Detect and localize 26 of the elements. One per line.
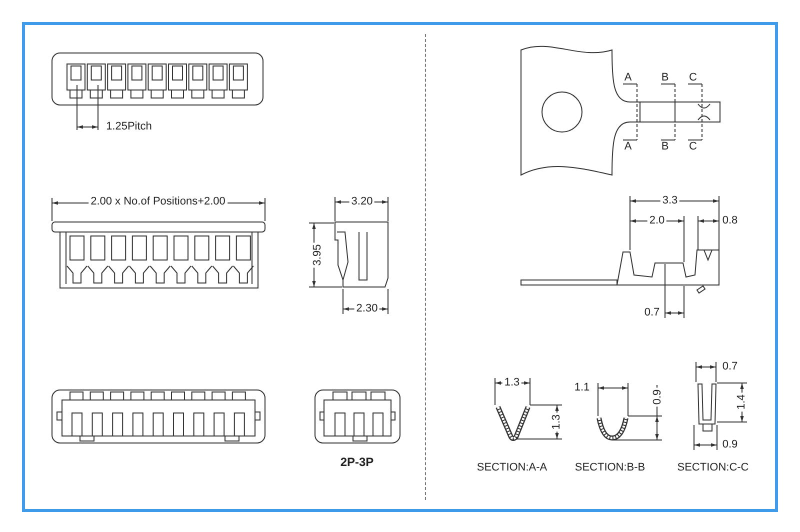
dimension-value: 2.30 [354, 304, 380, 314]
dimension-value: 0.8 [720, 216, 740, 226]
dimension-value: 2.0 [647, 216, 667, 226]
section-letter: B [659, 142, 671, 152]
dimension-value: 0.7 [642, 308, 662, 318]
dimension-value: 2.00 x No.of Positions+2.00 [88, 196, 228, 208]
dimension-value: 0.9 [720, 440, 740, 450]
dimension-value: 3.3 [660, 196, 680, 206]
dimension-value: 0.7 [720, 362, 740, 372]
dimension-value: 1.3 [502, 378, 522, 388]
section-letter: A [622, 142, 634, 152]
section-letter: B [659, 72, 671, 84]
dimension-value: 1.4 [736, 392, 748, 412]
dimension-value: 3.20 [349, 196, 375, 208]
variant-note: 2P-3P [338, 456, 376, 468]
dimension-value: 1.25Pitch [104, 122, 154, 132]
dimension-value: 1.1 [572, 382, 592, 394]
section-letter: A [622, 72, 634, 84]
dimension-value: 3.95 [312, 242, 324, 268]
dimension-value: 0.9 [652, 387, 664, 407]
section-title: SECTION:A-A [474, 462, 550, 474]
section-letter: C [687, 72, 699, 84]
dimension-value: 1.3 [552, 412, 562, 432]
section-title: SECTION:B-B [572, 462, 648, 474]
section-title: SECTION:C-C [675, 462, 751, 474]
section-letter: C [687, 142, 699, 152]
